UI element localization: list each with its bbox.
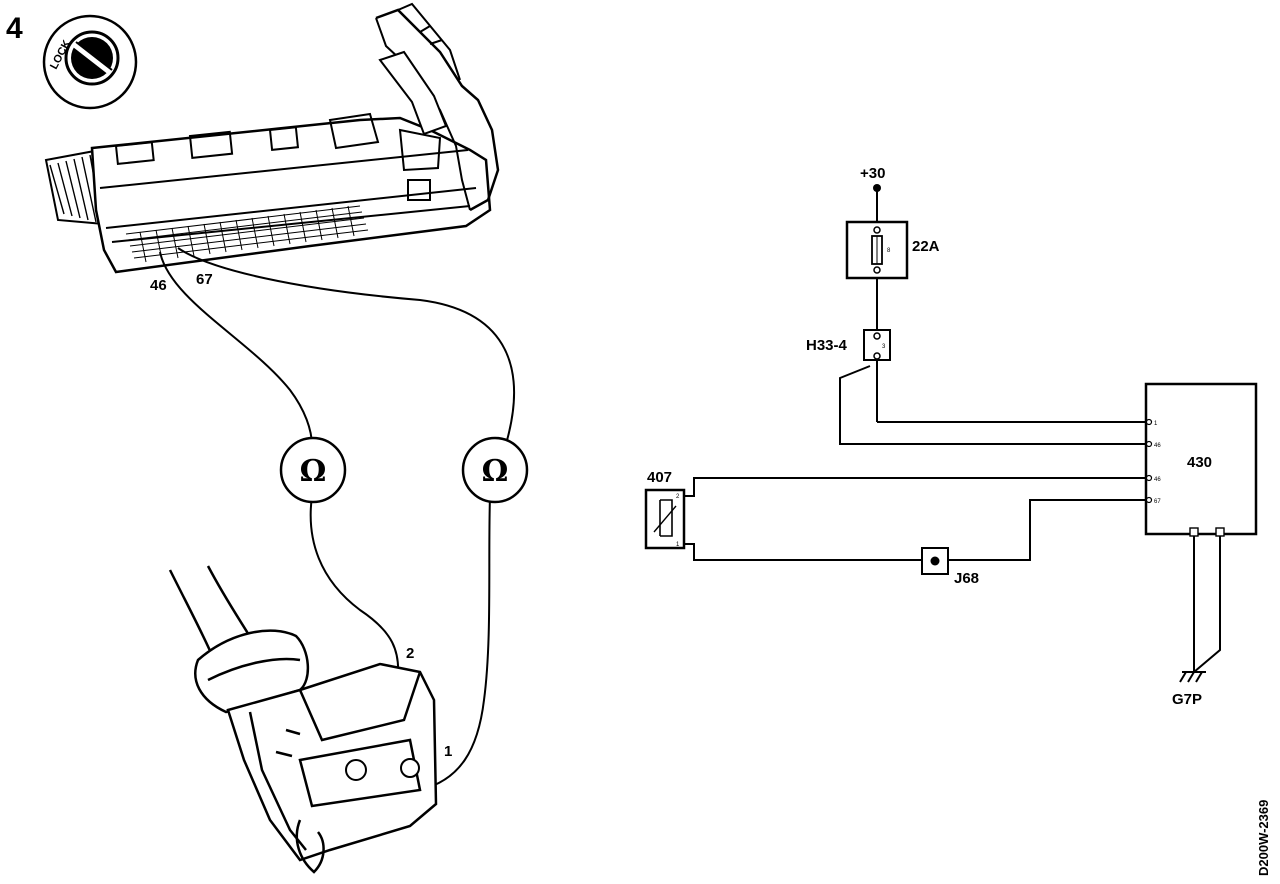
ground-symbol bbox=[1179, 671, 1206, 683]
sensor-407: 2 1 407 bbox=[644, 469, 686, 550]
ohm-symbol-2: Ω bbox=[482, 454, 509, 489]
h33-label: H33-4 bbox=[806, 337, 848, 354]
module-pin-3: 46 bbox=[1154, 477, 1161, 483]
module-label: 430 bbox=[1187, 454, 1212, 471]
supply-label: +30 bbox=[860, 165, 885, 182]
ohm-symbol-1: Ω bbox=[300, 454, 327, 489]
junction-j68: J68 bbox=[921, 547, 979, 587]
fuse-22a: 8 22A bbox=[845, 220, 940, 280]
h33-pin: 3 bbox=[882, 344, 886, 350]
fuse-pin: 8 bbox=[887, 248, 891, 254]
sensor-pin-2: 2 bbox=[676, 494, 680, 500]
lead-ecu67-to-meter2 bbox=[177, 247, 515, 445]
ignition-lock-icon: LOCK bbox=[42, 14, 138, 110]
module-pin-1: 1 bbox=[1154, 421, 1158, 427]
schematic-wires bbox=[684, 188, 1221, 673]
sensor-pin-1: 1 bbox=[676, 542, 680, 548]
ohmmeter-1: Ω bbox=[279, 436, 347, 504]
lead-ecu46-to-meter1 bbox=[159, 251, 313, 447]
fuse-label: 22A bbox=[912, 238, 940, 255]
ohmmeter-2: Ω bbox=[461, 436, 529, 504]
control-module-430: 430 1 46 46 67 bbox=[1144, 382, 1258, 537]
junction-label: J68 bbox=[954, 570, 979, 587]
step-number: 4 bbox=[6, 12, 23, 45]
ecu-connector-drawing bbox=[44, 2, 500, 274]
sensor-pin-label-1: 1 bbox=[444, 743, 452, 760]
sensor-label: 407 bbox=[647, 469, 672, 486]
sensor-pin-label-2: 2 bbox=[406, 645, 414, 662]
ecu-pin-label-46: 46 bbox=[150, 277, 167, 294]
module-pin-2: 46 bbox=[1154, 443, 1161, 449]
sensor-connector-drawing bbox=[168, 565, 438, 874]
connector-h33-4: 3 H33-4 bbox=[806, 329, 891, 361]
reference-code: D200W-2369 bbox=[1256, 800, 1271, 876]
ecu-pin-label-67: 67 bbox=[196, 271, 213, 288]
module-pin-4: 67 bbox=[1154, 499, 1161, 505]
supply-terminal: +30 bbox=[860, 165, 885, 192]
ground-label: G7P bbox=[1172, 691, 1202, 708]
